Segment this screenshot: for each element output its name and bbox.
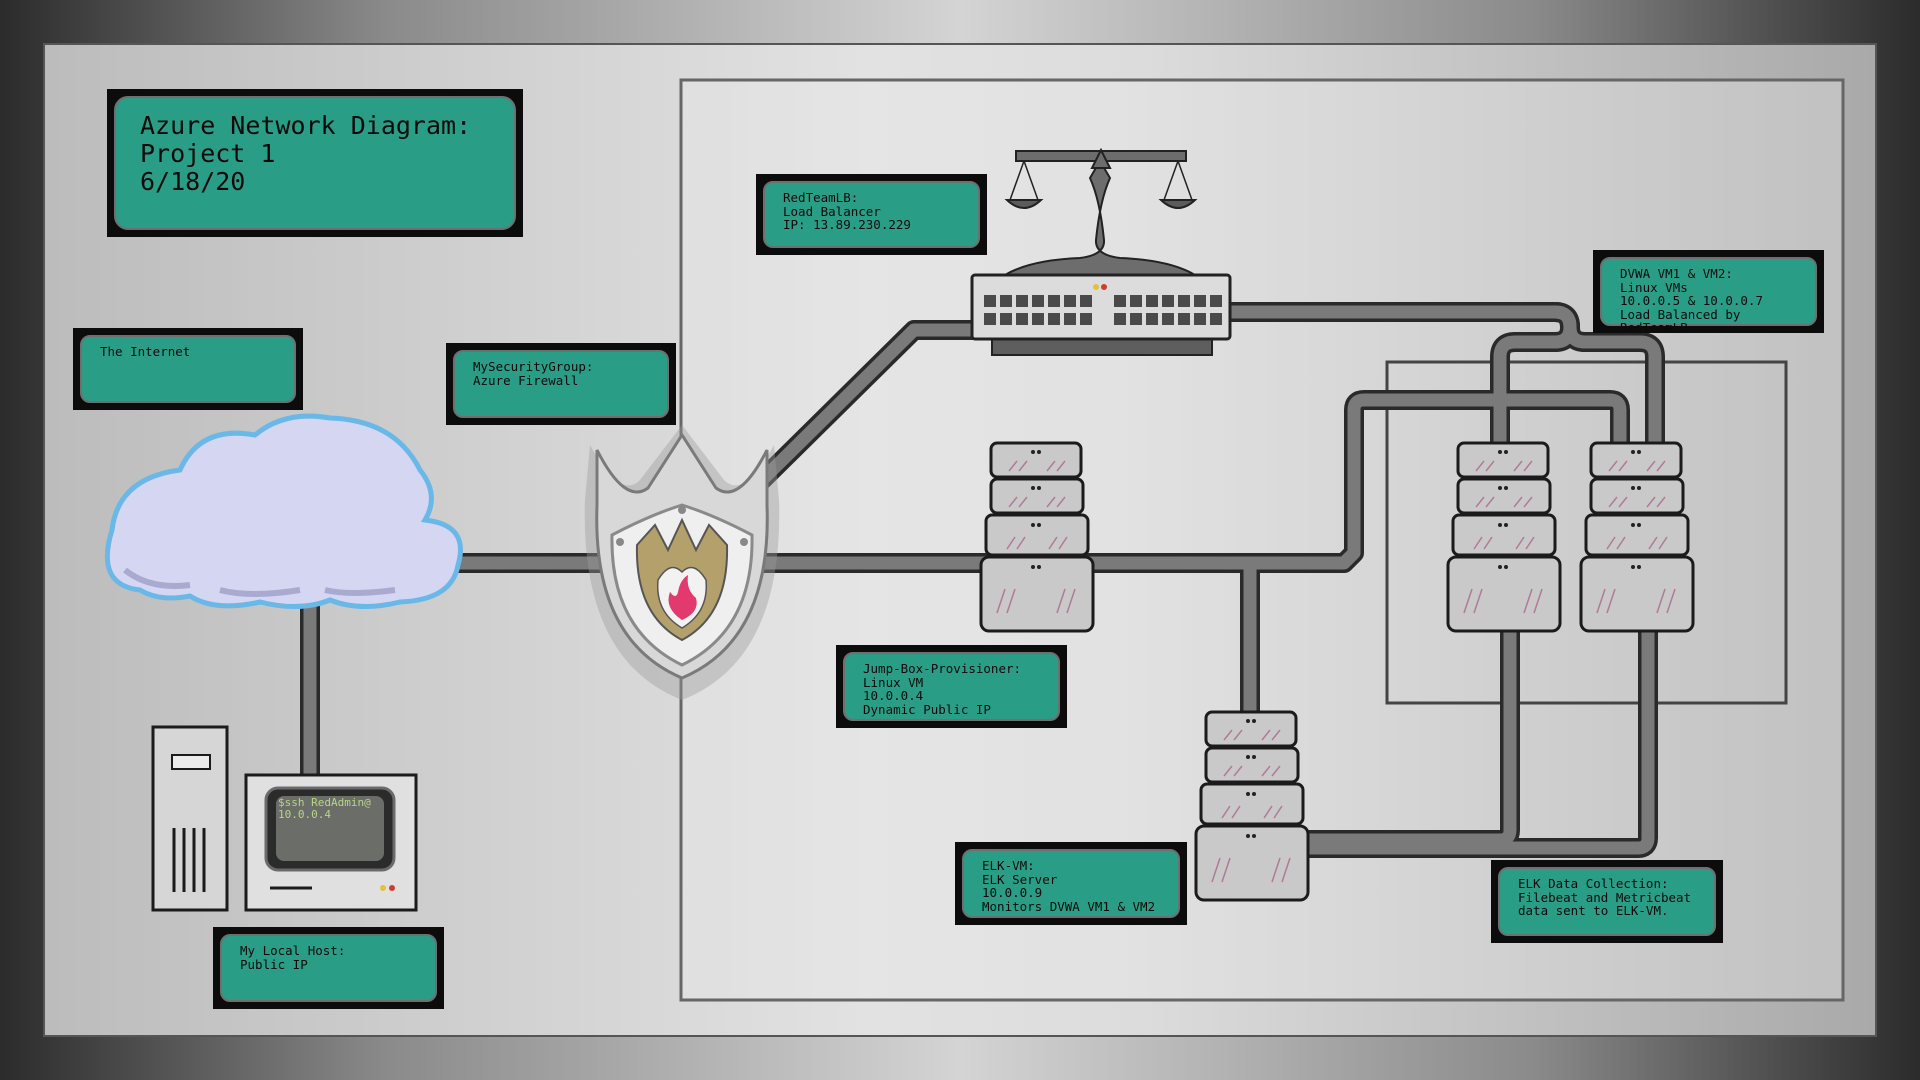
connection-pipes xyxy=(300,302,1665,858)
elk-collection-label: ELK Data Collection: Filebeat and Metric… xyxy=(1491,860,1723,943)
local-host-label-text: My Local Host: Public IP xyxy=(220,934,437,1002)
load-balancer-label-text: RedTeamLB: Load Balancer IP: 13.89.230.2… xyxy=(763,181,980,248)
elk-vm-server-icon xyxy=(1194,710,1310,902)
internet-label-text: The Internet xyxy=(80,335,296,403)
internet-label: The Internet xyxy=(73,328,303,410)
shield-flame-icon xyxy=(584,425,780,700)
elk-collection-label-text: ELK Data Collection: Filebeat and Metric… xyxy=(1498,867,1716,936)
diagram-title: Azure Network Diagram: Project 1 6/18/20 xyxy=(107,89,523,237)
terminal-screen-text: $ssh RedAdmin@ 10.0.0.4 xyxy=(278,796,371,821)
dvwa-vm1-server-icon xyxy=(1446,441,1562,633)
cloud-icon xyxy=(104,413,464,610)
load-balancer-label: RedTeamLB: Load Balancer IP: 13.89.230.2… xyxy=(756,174,987,255)
jump-box-server-icon xyxy=(979,441,1095,633)
dvwa-label: DVWA VM1 & VM2: Linux VMs 10.0.0.5 & 10.… xyxy=(1593,250,1824,334)
elk-vm-label-text: ELK-VM: ELK Server 10.0.0.9 Monitors DVW… xyxy=(962,849,1180,918)
security-group-label: MySecurityGroup: Azure Firewall xyxy=(446,343,676,425)
scales-switch-icon xyxy=(970,147,1232,356)
dvwa-label-text: DVWA VM1 & VM2: Linux VMs 10.0.0.5 & 10.… xyxy=(1600,257,1817,334)
diagram-title-text: Azure Network Diagram: Project 1 6/18/20 xyxy=(114,96,516,230)
desktop-computer-icon xyxy=(151,725,418,912)
dvwa-vm2-server-icon xyxy=(1579,441,1695,633)
jump-box-label-text: Jump-Box-Provisioner: Linux VM 10.0.0.4 … xyxy=(843,652,1060,721)
security-group-label-text: MySecurityGroup: Azure Firewall xyxy=(453,350,669,418)
elk-vm-label: ELK-VM: ELK Server 10.0.0.9 Monitors DVW… xyxy=(955,842,1187,925)
local-host-label: My Local Host: Public IP xyxy=(213,927,444,1009)
jump-box-label: Jump-Box-Provisioner: Linux VM 10.0.0.4 … xyxy=(836,645,1067,728)
dvwa-group-boundary xyxy=(1385,360,1788,705)
